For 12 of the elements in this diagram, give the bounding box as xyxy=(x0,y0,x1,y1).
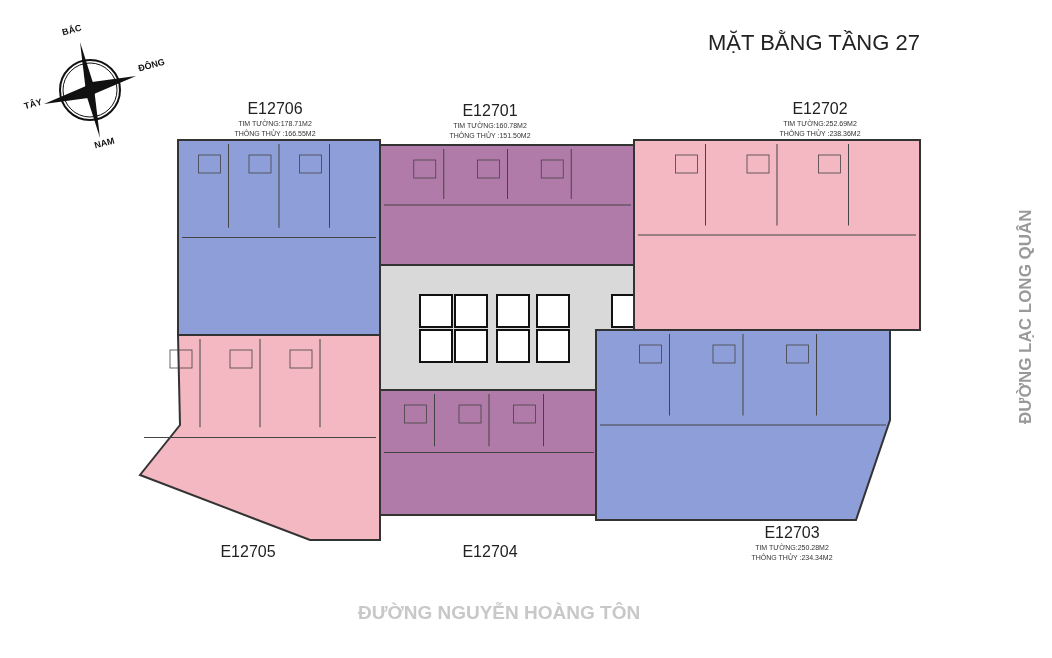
unit-number: E12706 xyxy=(247,100,303,118)
unit-number: E12704 xyxy=(462,543,518,561)
compass-direction-label: TÂY xyxy=(23,96,43,112)
compass-direction-label: ĐÔNG xyxy=(137,56,166,74)
compass-direction-label: NAM xyxy=(93,135,116,151)
plan-title: MẶT BẰNG TẦNG 27 xyxy=(708,30,920,56)
unit-number: E12702 xyxy=(792,100,848,118)
unit-number: E12701 xyxy=(462,102,518,120)
unit-number: E12703 xyxy=(764,524,820,542)
compass-direction-label: BẮC xyxy=(61,22,83,38)
unit-number: E12705 xyxy=(220,543,276,561)
street-name: ĐƯỜNG LẠC LONG QUÂN xyxy=(1015,208,1036,427)
